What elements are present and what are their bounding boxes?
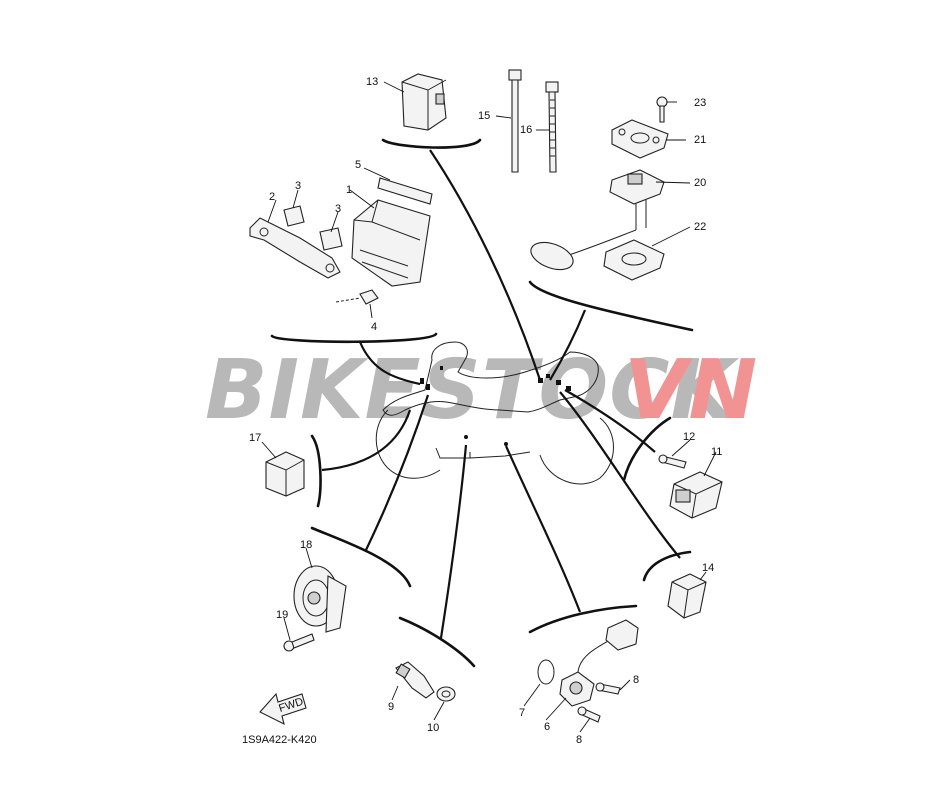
- callout-4: 4: [371, 321, 377, 333]
- part-12-bolt: [658, 454, 687, 469]
- callout-3a: 3: [295, 180, 301, 192]
- callout-11: 11: [711, 446, 722, 458]
- callout-7: 7: [519, 707, 525, 719]
- part-21-plate: [611, 119, 669, 159]
- part-17-relay: [265, 451, 305, 497]
- callout-8a: 8: [633, 674, 639, 686]
- callout-3b: 3: [335, 203, 341, 215]
- callout-2: 2: [269, 191, 275, 203]
- motorcycle-outline: [375, 341, 614, 485]
- part-6-sensor: [559, 619, 639, 707]
- part-19-bolt: [283, 633, 315, 652]
- part-8-bolt-a: [595, 682, 621, 695]
- diagram-code: 1S9A422-K420: [242, 734, 317, 746]
- part-11-unit: [669, 471, 723, 519]
- callout-17: 17: [249, 432, 261, 444]
- part-7-oring: [537, 659, 555, 685]
- callout-10: 10: [427, 722, 439, 734]
- part-1-ecu: [351, 199, 431, 287]
- callout-18: 18: [300, 539, 312, 551]
- connection-dots: [420, 366, 571, 446]
- callout-1: 1: [346, 184, 352, 196]
- part-5-pad: [377, 177, 433, 205]
- callout-16: 16: [520, 124, 532, 136]
- callout-23: 23: [694, 97, 706, 109]
- callout-19: 19: [276, 609, 288, 621]
- watermark: BIKESTOCK VN: [205, 343, 758, 438]
- callout-13: 13: [366, 76, 378, 88]
- callout-5: 5: [355, 159, 361, 171]
- callout-numbers: 1 2 3 3 4 5 6 7 8 8 9 10 11 12 13 14 15 …: [249, 76, 722, 746]
- watermark-accent: VN: [624, 343, 758, 438]
- part-18-horn: [293, 565, 347, 633]
- part-15-cable-tie: [508, 69, 522, 173]
- part-14-relay: [667, 573, 707, 619]
- part-22-gasket: [603, 239, 665, 281]
- callout-14: 14: [702, 562, 714, 574]
- callout-6: 6: [544, 721, 550, 733]
- part-8-bolt-b: [577, 706, 601, 723]
- callout-20: 20: [694, 177, 706, 189]
- group-brackets: [270, 138, 694, 668]
- leader-wires: [321, 149, 681, 639]
- part-23-bolt: [656, 96, 668, 123]
- part-10-washer: [436, 686, 456, 702]
- watermark-main: BIKESTOCK: [205, 343, 739, 438]
- callout-9: 9: [388, 701, 394, 713]
- callout-21: 21: [694, 134, 706, 146]
- callout-8b: 8: [576, 734, 582, 746]
- callout-22: 22: [694, 221, 706, 233]
- callout-12: 12: [683, 431, 695, 443]
- fwd-arrow-icon: FWD: [259, 692, 307, 726]
- part-3-pad-a: [283, 205, 305, 227]
- part-20-fuel-sender: [530, 169, 665, 271]
- part-4-screw: [335, 289, 379, 305]
- part-9-sensor: [395, 661, 435, 699]
- callout-15: 15: [478, 110, 490, 122]
- part-13-relay-box: [401, 73, 447, 131]
- part-16-cable-tie: [545, 81, 559, 173]
- callout-leaders: [261, 81, 717, 733]
